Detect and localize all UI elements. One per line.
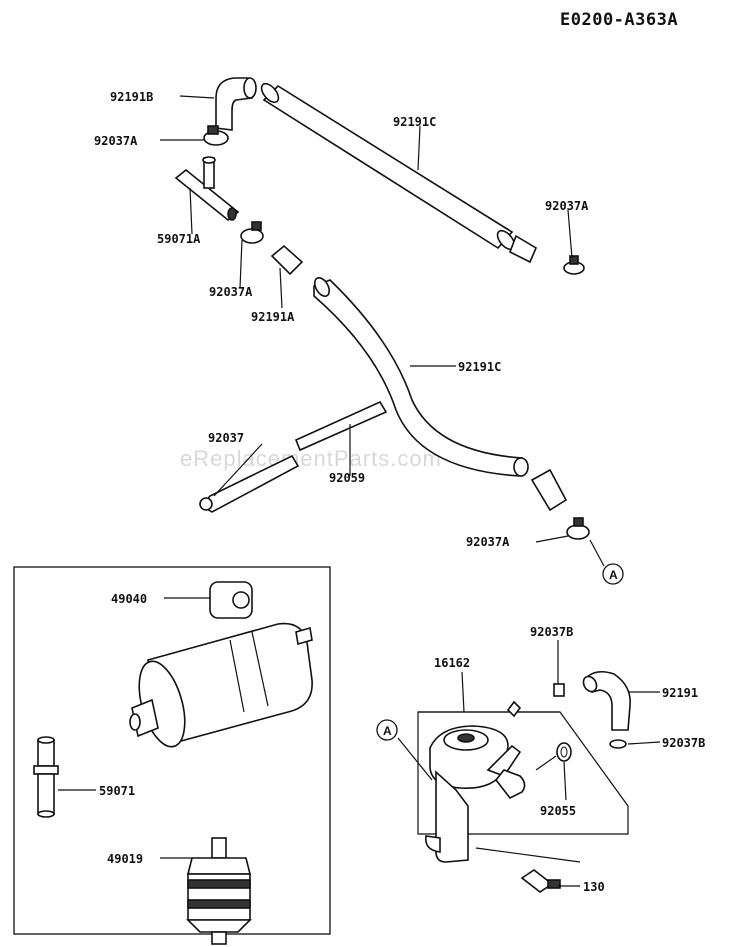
oring-92055[interactable] [556, 742, 572, 762]
callout-92037a-4: 92037A [466, 535, 510, 549]
callout-59071: 59071 [99, 784, 135, 798]
fuel-pump-49040[interactable] [129, 581, 313, 752]
joint-59071a[interactable] [174, 156, 240, 222]
ref-marker-a-lower-label: A [383, 724, 392, 738]
callout-92037: 92037 [208, 431, 244, 445]
ref-marker-a-upper-label: A [609, 568, 618, 582]
callout-92037b-2: 92037B [662, 736, 705, 750]
ref-marker-a-lower: A [376, 719, 398, 741]
regulator-16162[interactable] [424, 700, 526, 863]
callout-92037a-2: 92037A [209, 285, 253, 299]
hose-92191[interactable] [581, 670, 631, 731]
clamp-92037a-top[interactable] [203, 125, 229, 146]
callout-16162: 16162 [434, 656, 470, 670]
callout-92191c-mid: 92191C [458, 360, 501, 374]
callout-49019: 49019 [107, 852, 143, 866]
hose-92191c-top[interactable] [258, 81, 517, 253]
callout-92059: 92059 [329, 471, 365, 485]
clamp-92037a-left[interactable] [240, 221, 264, 244]
bolt-130[interactable] [520, 869, 561, 893]
callout-92037a-3: 92037A [545, 199, 589, 213]
callout-92037b-1: 92037B [530, 625, 573, 639]
callout-59071a: 59071A [157, 232, 201, 246]
diagram-code: E0200-A363A [560, 10, 679, 30]
hose-92191a[interactable] [270, 244, 304, 276]
callout-49040: 49040 [111, 592, 147, 606]
clamp-92037a-lower[interactable] [530, 468, 590, 540]
fuel-filter-49019[interactable] [186, 837, 252, 945]
tube-92059[interactable] [294, 400, 388, 452]
callout-92055: 92055 [540, 804, 576, 818]
callout-92191b: 92191B [110, 90, 153, 104]
ref-marker-a-upper: A [602, 563, 624, 585]
clamp-rod-92037[interactable] [199, 454, 300, 513]
callout-92191c-top: 92191C [393, 115, 436, 129]
joint-59071[interactable] [33, 736, 59, 818]
clamp-92037a-right[interactable] [508, 234, 585, 275]
callout-92037a-1: 92037A [94, 134, 138, 148]
watermark: eReplacementParts.com [180, 446, 442, 471]
callout-92191a: 92191A [251, 310, 295, 324]
clamp-92037b-ring[interactable] [609, 739, 627, 749]
inset-box [13, 566, 331, 935]
callout-92191: 92191 [662, 686, 698, 700]
hose-92191c-mid[interactable] [312, 275, 529, 477]
callout-130: 130 [583, 880, 605, 894]
clamp-92037b-top[interactable] [553, 683, 565, 697]
hose-92191b[interactable] [215, 77, 257, 131]
